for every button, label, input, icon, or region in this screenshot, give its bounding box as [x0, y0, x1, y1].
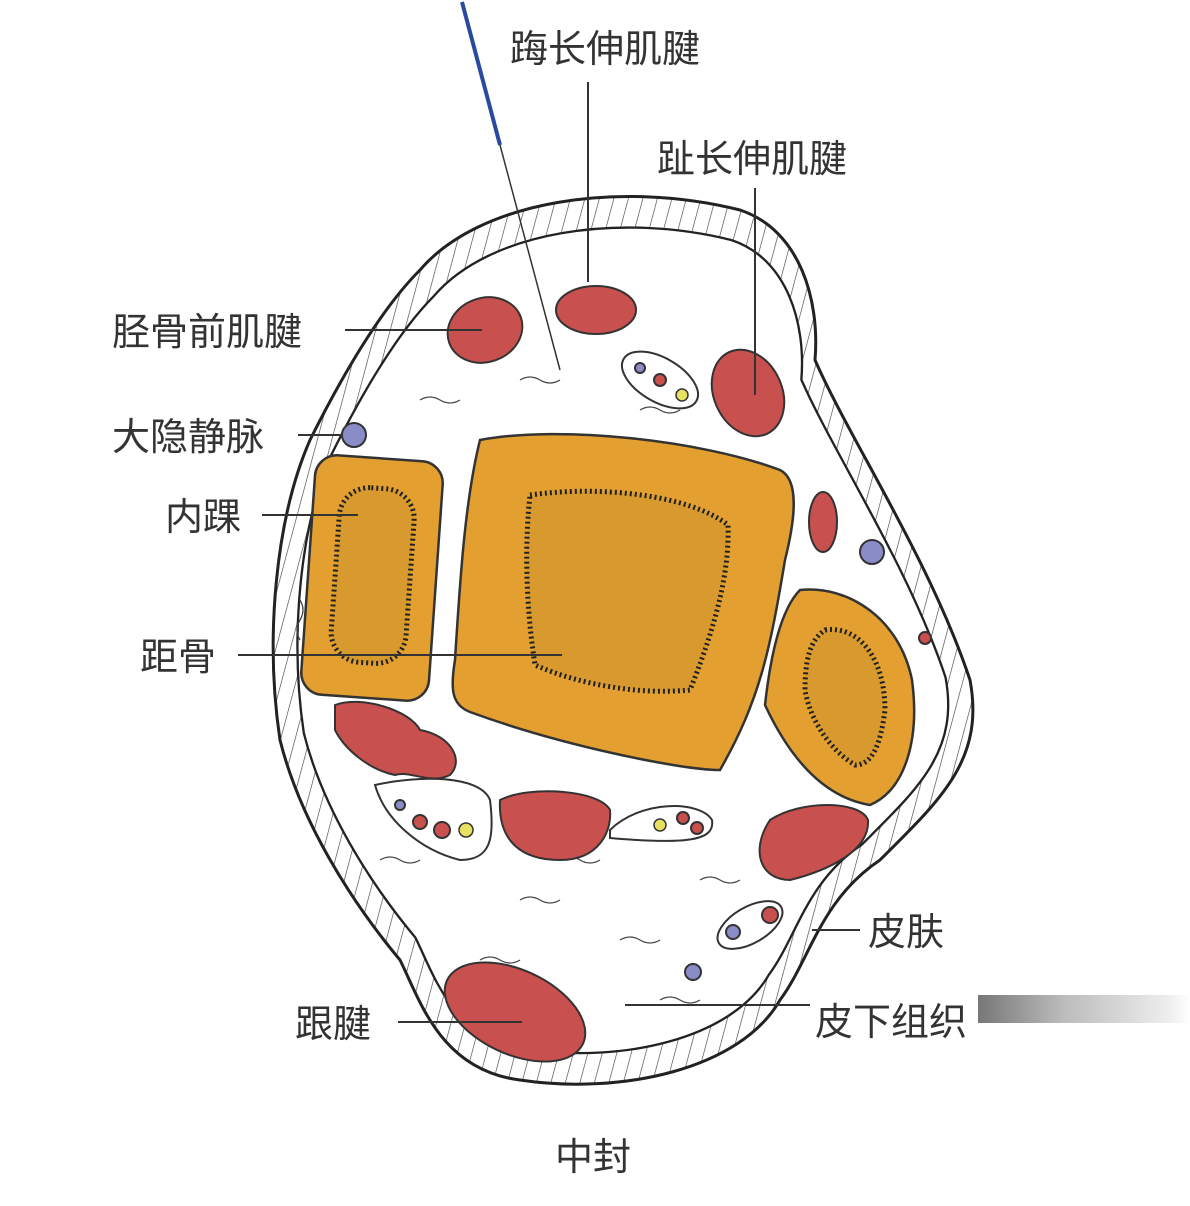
label-tibialis-anterior-tendon: 胫骨前肌腱: [112, 310, 302, 354]
tibialis-anterior-tendon: [446, 296, 524, 364]
diagram-title: 中封: [555, 1135, 631, 1179]
nerve-icon: [653, 818, 667, 832]
small-artery: [918, 631, 932, 645]
peroneal-tendon: [808, 491, 838, 553]
achilles-tendon: [443, 961, 587, 1063]
needle-icon: [460, 1, 502, 146]
label-talus: 距骨: [140, 635, 216, 679]
vein-icon: [684, 963, 702, 981]
label-extensor-hallucis-longus-tendon: 踇长伸肌腱: [510, 27, 700, 71]
talus-marrow: [524, 488, 731, 694]
label-subcutaneous-tissue: 皮下组织: [815, 1000, 967, 1044]
artery-icon: [653, 373, 667, 387]
nerve-icon: [458, 822, 474, 838]
artery-icon: [690, 821, 704, 835]
label-extensor-digitorum-longus-tendon: 趾长伸肌腱: [657, 137, 847, 181]
artery-icon: [676, 811, 690, 825]
label-great-saphenous-vein: 大隐静脉: [112, 415, 264, 459]
artery-icon: [412, 814, 428, 830]
label-achilles-tendon: 跟腱: [295, 1002, 371, 1046]
gray-overlay-bar: [978, 995, 1190, 1023]
small-vein: [859, 539, 885, 565]
artery-icon: [761, 906, 779, 924]
extensor-digitorum-longus-tendon: [710, 348, 786, 438]
needle-track: [499, 144, 561, 371]
vein-icon: [394, 799, 406, 811]
vein-icon: [725, 924, 741, 940]
medial-malleolus-marrow: [328, 485, 417, 666]
nerve-icon: [675, 388, 689, 402]
peroneus-brevis: [758, 804, 870, 882]
posterior-tibial-sheath: [373, 777, 493, 862]
great-saphenous-vein: [341, 422, 367, 448]
tibialis-posterior-tendon: [334, 700, 457, 780]
flexor-hallucis-longus: [498, 790, 612, 862]
leader-lines: [238, 82, 860, 1023]
artery-icon: [433, 821, 451, 839]
extensor-hallucis-longus-tendon: [555, 285, 637, 335]
label-medial-malleolus: 内踝: [165, 495, 241, 539]
fibula-marrow: [802, 627, 888, 768]
label-skin: 皮肤: [868, 910, 944, 954]
vein-icon: [634, 362, 646, 374]
